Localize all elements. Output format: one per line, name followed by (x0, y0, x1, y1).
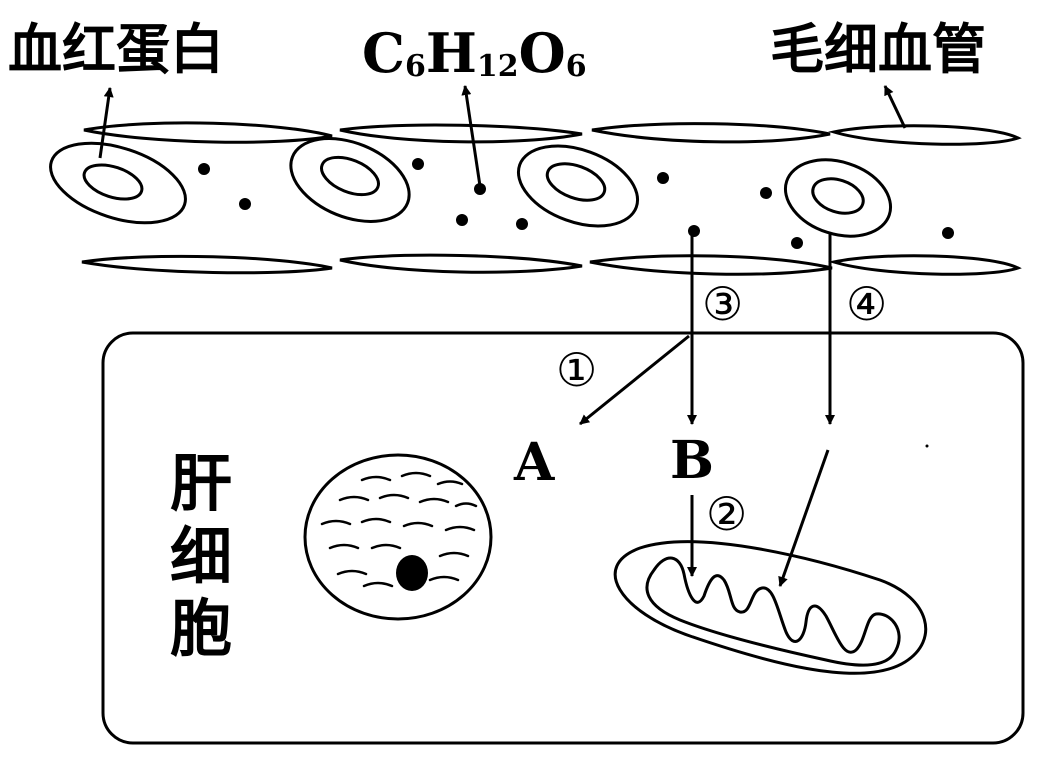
pathway-1-label: ① (556, 343, 597, 397)
red-blood-cell (49, 141, 187, 225)
glucose-molecules (198, 158, 954, 249)
pathway-3-label: ③ (702, 277, 743, 331)
glucose-dot (516, 218, 528, 230)
chromatin (320, 471, 478, 588)
pathway-2-label: ② (706, 487, 747, 541)
glucose-pointer (461, 85, 482, 187)
endothelial-cell (589, 254, 833, 276)
red-blood-cell (783, 158, 893, 238)
formula-oxygen-sub: 6 (566, 49, 587, 84)
endothelial-cell (828, 124, 1022, 146)
formula-oxygen: O (519, 21, 566, 85)
glucose-dot (412, 158, 424, 170)
mitochondrion-cristae (645, 556, 901, 667)
mitochondrion (613, 540, 928, 675)
pathway-1-arrow (579, 334, 690, 426)
liver-cell-char-3: 胞 (170, 592, 232, 665)
liver-cell-char-2: 细 (170, 520, 232, 593)
red-blood-cell (516, 144, 640, 228)
capillary-label: 毛细血管 (770, 18, 986, 81)
liver-cell-label: 肝 细 胞 (170, 447, 232, 665)
endothelial-cell (81, 254, 333, 275)
liver-cell-char-1: 肝 (170, 447, 232, 520)
glucose-dot (239, 198, 251, 210)
red-blood-cells (49, 137, 893, 238)
endothelial-cell (828, 254, 1022, 276)
glucose-dot (474, 183, 486, 195)
mitochondrion-outer-membrane (613, 540, 928, 675)
pathway-arrows (579, 233, 835, 587)
capillary-wall-upper (83, 121, 1022, 146)
formula-carbon-sub: 6 (405, 49, 426, 84)
formula-hydrogen: H (426, 21, 477, 85)
pathway-4-continuation-arrow (778, 449, 830, 587)
glucose-formula: C6H12O6 (362, 21, 587, 85)
glucose-dot (198, 163, 210, 175)
substance-a-label: A (513, 432, 555, 493)
liver-cell-membrane (101, 331, 1025, 745)
pathway-4-label: ④ (846, 277, 887, 331)
formula-hydrogen-sub: 12 (477, 49, 519, 84)
nucleus (303, 453, 493, 621)
nuclear-envelope (303, 453, 493, 621)
red-blood-cell (289, 137, 411, 223)
endothelial-cell (591, 122, 831, 144)
endothelial-cell (339, 253, 583, 274)
glucose-dot (760, 187, 772, 199)
glucose-dot (942, 227, 954, 239)
glucose-dot (657, 172, 669, 184)
substance-b-label: B (670, 430, 714, 491)
hemoglobin-pointer (98, 87, 114, 159)
speck (925, 444, 929, 448)
glucose-dot (791, 237, 803, 249)
capillary-wall-lower (81, 253, 1022, 276)
endothelial-cell (83, 121, 333, 144)
endothelial-cell (339, 123, 583, 144)
nucleolus (396, 555, 428, 591)
label-pointers (98, 85, 907, 187)
hemoglobin-label: 血红蛋白 (8, 18, 224, 81)
glucose-dot (456, 214, 468, 226)
capillary-pointer (883, 85, 907, 129)
formula-carbon: C (362, 21, 405, 85)
glucose-dot (688, 225, 700, 237)
